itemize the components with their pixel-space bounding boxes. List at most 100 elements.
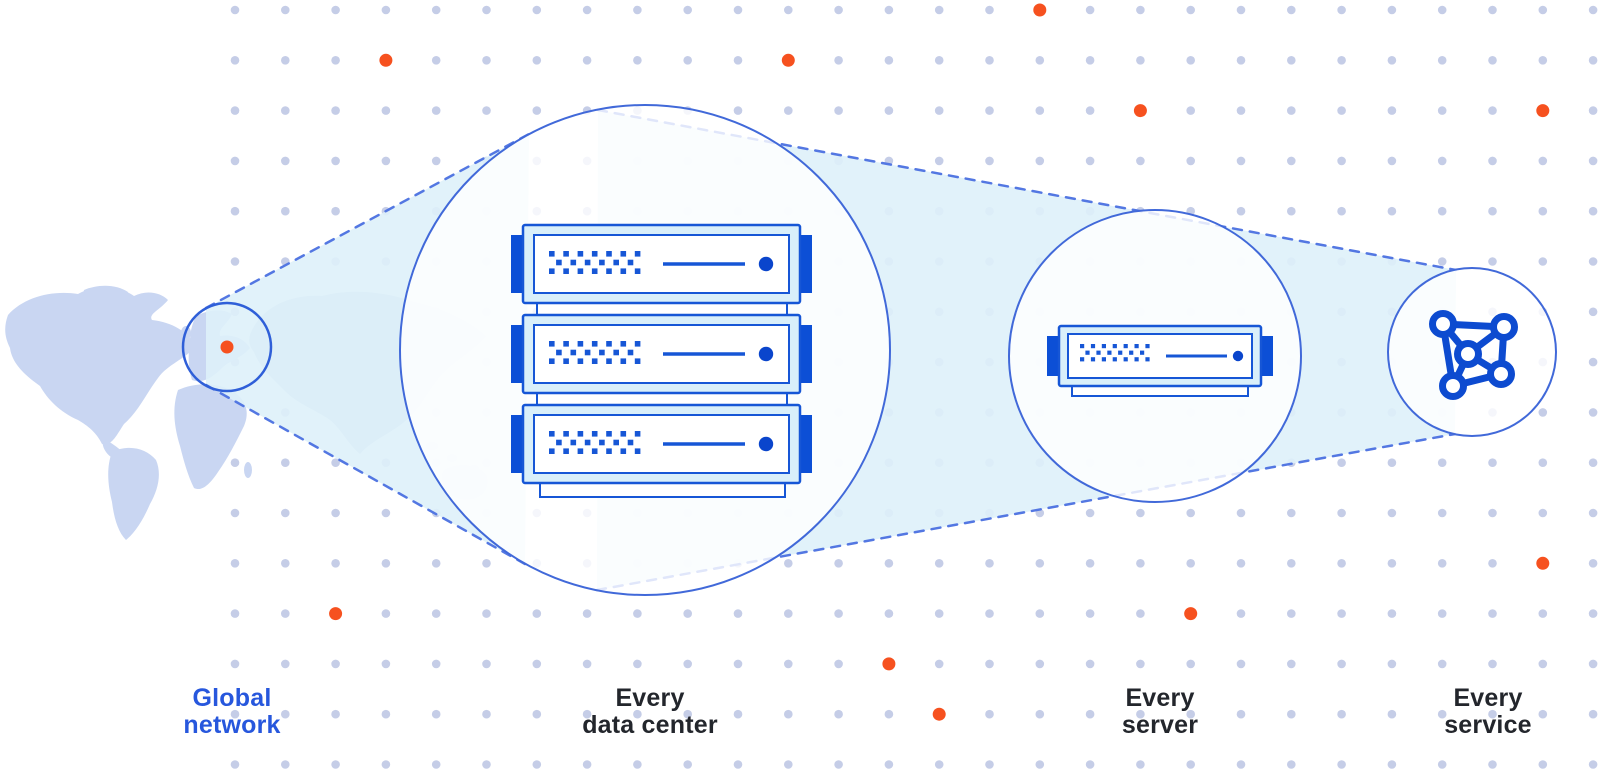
- vent-square: [584, 439, 591, 446]
- grid-dot: [1337, 106, 1346, 115]
- grid-dot: [1387, 559, 1397, 568]
- grid-dot: [281, 106, 290, 115]
- grid-dot: [281, 56, 290, 65]
- grid-dot: [1287, 559, 1296, 568]
- server-led: [758, 346, 774, 362]
- grid-dot: [1387, 760, 1397, 769]
- grid-dot: [1287, 56, 1296, 65]
- grid-dot: [331, 559, 340, 568]
- vent-square: [563, 268, 569, 274]
- grid-dot: [1236, 659, 1246, 669]
- vent-square: [1085, 350, 1090, 355]
- grid-dot: [1136, 5, 1145, 15]
- grid-dot: [884, 56, 894, 65]
- orange-dot: [1033, 3, 1047, 17]
- grid-dot: [1588, 357, 1598, 367]
- grid-dot: [281, 709, 290, 719]
- orange-dot: [1133, 104, 1147, 118]
- grid-dot: [1588, 609, 1598, 618]
- grid-dot: [532, 709, 542, 719]
- grid-dot: [1538, 659, 1548, 669]
- grid-dot: [1035, 659, 1045, 669]
- dashed-line-upper-left: [204, 132, 531, 310]
- graph-node: [1429, 310, 1457, 338]
- grid-dot: [985, 709, 994, 719]
- grid-dot: [1035, 56, 1045, 65]
- server-faceplate: [533, 324, 790, 384]
- grid-dot: [834, 709, 843, 719]
- grid-dot: [834, 609, 843, 618]
- vent-square: [634, 448, 641, 454]
- grid-dot: [683, 659, 692, 669]
- grid-dot: [1588, 408, 1598, 417]
- label-line: Global: [192, 684, 272, 712]
- grid-dot: [1085, 56, 1095, 65]
- grid-dot: [1488, 458, 1497, 468]
- vent-square: [577, 341, 584, 347]
- grid-dot: [1337, 5, 1346, 15]
- continent-greenland: [83, 285, 128, 308]
- grid-dot: [281, 458, 290, 468]
- vent-square: [1080, 357, 1085, 362]
- grid-dot: [1538, 206, 1548, 216]
- grid-dot: [985, 5, 994, 15]
- grid-dot: [230, 156, 240, 166]
- grid-dot: [1538, 508, 1548, 518]
- rack-unit-2: [511, 313, 812, 395]
- vent-square: [1123, 344, 1128, 349]
- orange-dot: [1536, 556, 1550, 570]
- grid-dot: [1437, 458, 1447, 468]
- vent-square: [563, 358, 569, 364]
- grid-dot: [834, 760, 843, 769]
- vent-square: [1080, 344, 1085, 349]
- orange-dot: [379, 53, 393, 67]
- grid-dot: [331, 659, 340, 669]
- grid-dot: [1287, 760, 1296, 769]
- grid-dot: [834, 659, 843, 669]
- grid-dot: [1588, 659, 1598, 669]
- grid-dot: [884, 559, 894, 568]
- vent-square: [620, 358, 627, 364]
- grid-dot: [884, 106, 894, 115]
- grid-dot: [1538, 760, 1548, 769]
- server-led: [1232, 350, 1244, 362]
- grid-dot: [733, 5, 743, 15]
- grid-dot: [985, 609, 994, 618]
- grid-dot: [230, 559, 240, 568]
- grid-dot: [532, 760, 542, 769]
- grid-dot: [331, 760, 340, 769]
- grid-dot: [1236, 609, 1246, 618]
- rack-ear: [511, 325, 524, 383]
- vent-square: [634, 341, 641, 347]
- grid-dot: [532, 56, 542, 65]
- grid-dot: [281, 760, 290, 769]
- grid-dot: [1437, 508, 1447, 518]
- continent-north-america: [5, 287, 196, 445]
- grid-dot: [733, 709, 743, 719]
- grid-dot: [784, 709, 793, 719]
- grid-dot: [1035, 609, 1045, 618]
- server-unit-body: [1047, 324, 1273, 388]
- vent-square: [1096, 350, 1101, 355]
- vent-square: [549, 268, 555, 274]
- grid-dot: [934, 659, 944, 669]
- grid-dot: [1488, 709, 1497, 719]
- island-madagascar: [244, 462, 252, 478]
- continent-africa: [174, 384, 247, 490]
- vent-square: [1090, 344, 1096, 349]
- grid-dot: [582, 760, 592, 769]
- grid-dot: [1437, 5, 1447, 15]
- grid-dot: [683, 709, 692, 719]
- grid-dot: [230, 106, 240, 115]
- grid-dot: [834, 559, 843, 568]
- grid-dot: [1236, 206, 1246, 216]
- vent-square: [584, 349, 591, 356]
- vent-square: [549, 431, 555, 437]
- grid-dot: [1287, 609, 1296, 618]
- grid-dot: [1538, 56, 1548, 65]
- vent-square: [1134, 357, 1139, 362]
- grid-dot: [784, 5, 793, 15]
- grid-dot: [1538, 408, 1548, 417]
- vent-square: [606, 251, 612, 257]
- vent-square: [577, 358, 584, 364]
